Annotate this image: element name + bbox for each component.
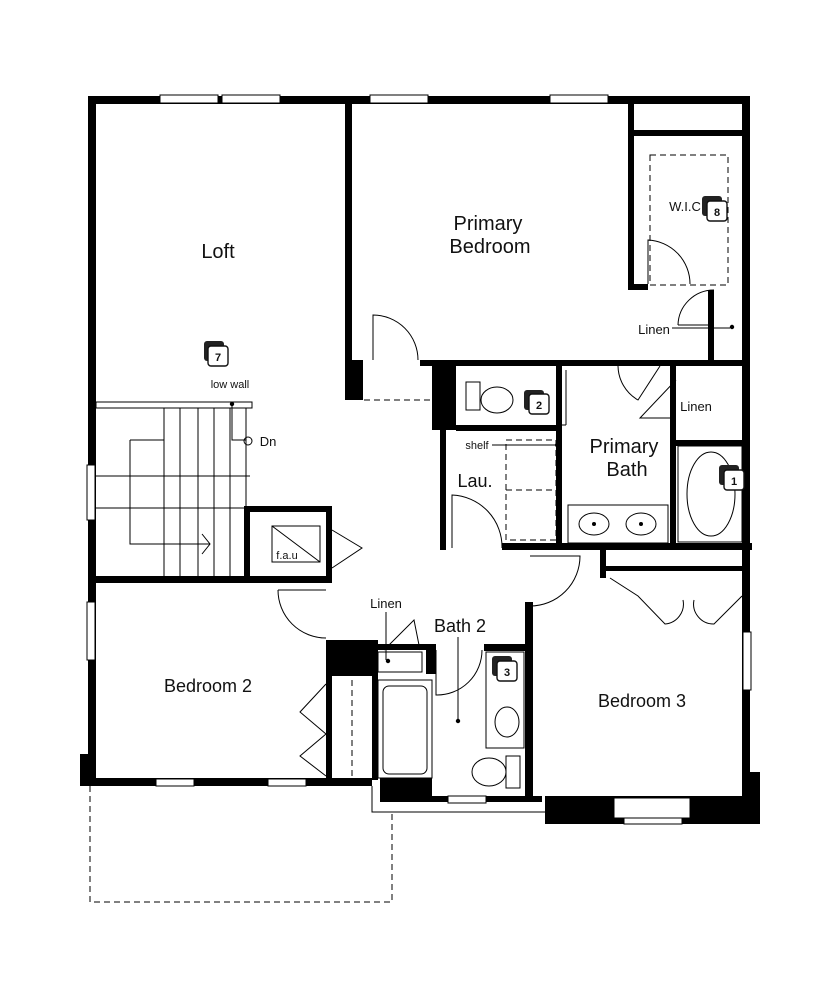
label-shelf: shelf [465, 440, 489, 452]
windows [86, 94, 752, 825]
label-fau: f.a.u [276, 550, 297, 562]
interior-walls [96, 100, 752, 798]
label-stairs-down: Dn [260, 434, 277, 449]
room-label-primary-bedroom-1: Primary [454, 213, 523, 235]
badge-1: 1 [719, 465, 745, 491]
room-label-bedroom-2: Bedroom 2 [164, 676, 252, 696]
room-label-linen-bath: Linen [680, 399, 712, 414]
room-label-wic: W.I.C [669, 199, 701, 214]
svg-text:3: 3 [504, 667, 510, 679]
label-low-wall: low wall [211, 379, 250, 391]
svg-text:8: 8 [714, 207, 720, 219]
room-label-primary-bedroom-2: Bedroom [449, 236, 530, 258]
room-label-linen-hall: Linen [370, 596, 402, 611]
badge-7: 7 [204, 341, 229, 367]
room-label-loft: Loft [201, 241, 235, 263]
room-label-primary-bath-2: Bath [606, 459, 647, 481]
leader-lines [229, 324, 735, 724]
room-label-linen-primary: Linen [638, 322, 670, 337]
badge-3: 3 [492, 656, 518, 682]
room-label-bath-2: Bath 2 [434, 616, 486, 636]
fixtures [377, 381, 743, 789]
badge-2: 2 [524, 390, 550, 415]
svg-text:1: 1 [731, 476, 737, 488]
svg-text:7: 7 [215, 352, 221, 364]
stairs [95, 401, 253, 576]
exterior-walls [80, 96, 760, 824]
fau-unit [271, 525, 321, 563]
room-label-primary-bath-1: Primary [590, 436, 659, 458]
room-label-laundry: Lau. [457, 471, 492, 491]
details [89, 154, 729, 903]
badge-8: 8 [702, 196, 728, 222]
room-label-bedroom-3: Bedroom 3 [598, 691, 686, 711]
svg-text:2: 2 [536, 400, 542, 412]
doors [277, 239, 743, 777]
